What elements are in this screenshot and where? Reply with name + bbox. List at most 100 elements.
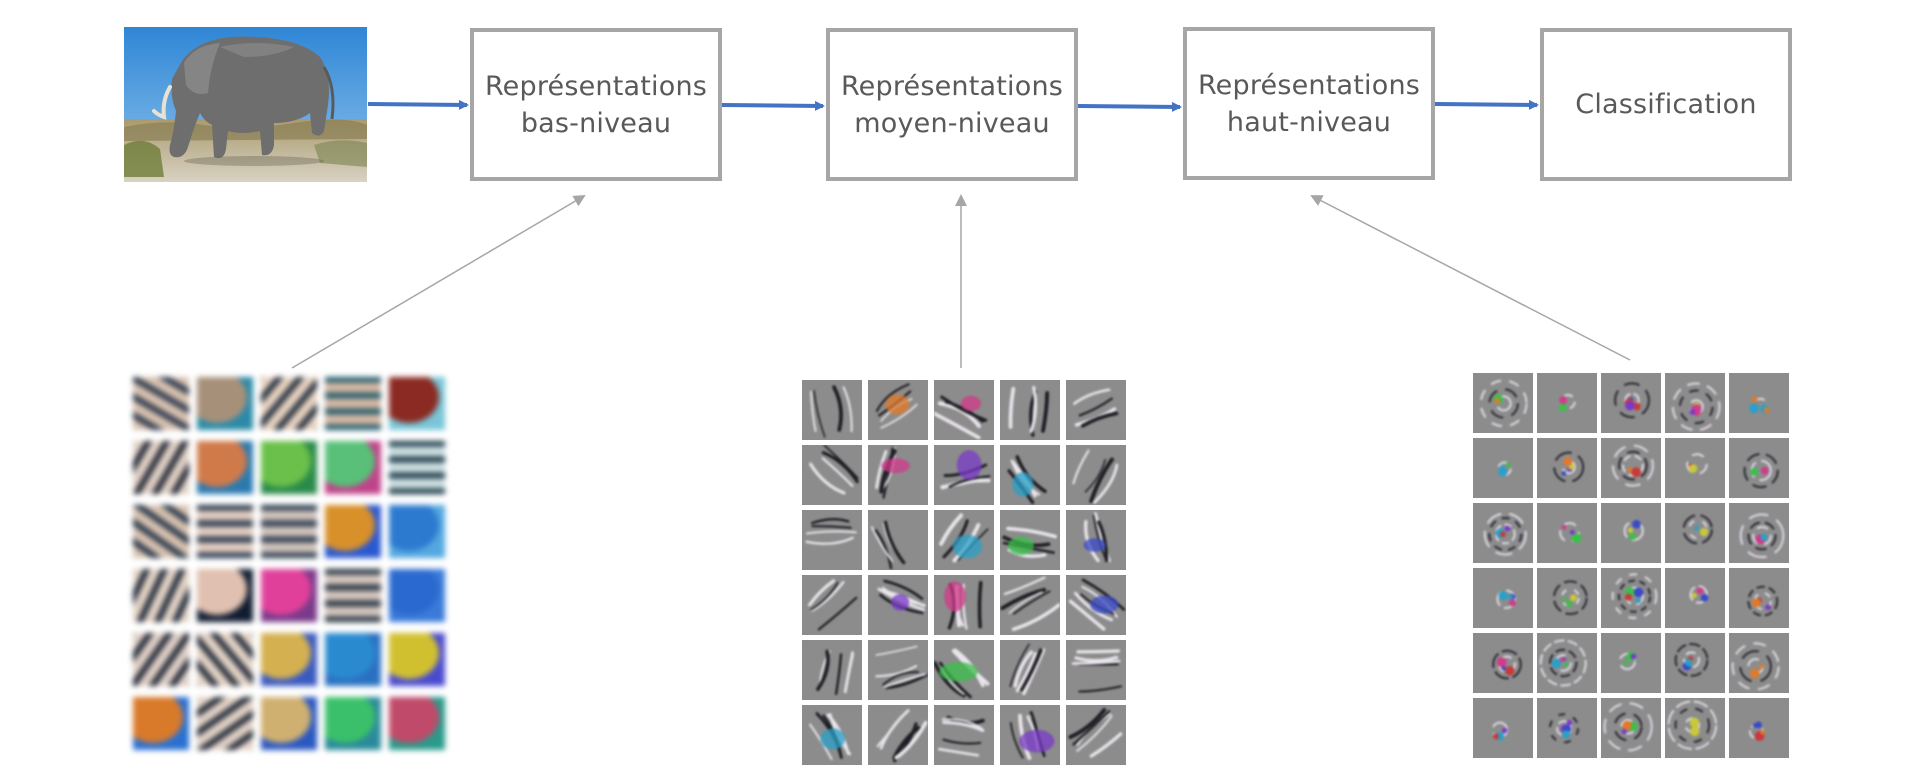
stage-box-low-level: Représentations bas-niveau bbox=[470, 28, 722, 181]
filter-tile-mid-2 bbox=[868, 380, 928, 440]
filter-tile-mid-24 bbox=[1000, 640, 1060, 700]
stage-label-classification: Classification bbox=[1575, 89, 1757, 120]
filter-tile-mid-14 bbox=[1000, 510, 1060, 570]
feedback-arrow-high bbox=[1310, 195, 1631, 361]
filter-tile-low-30 bbox=[389, 697, 445, 750]
filter-tile-mid-13 bbox=[934, 510, 994, 570]
filter-tile-mid-23 bbox=[934, 640, 994, 700]
filter-tile-mid-7 bbox=[868, 445, 928, 505]
elephant-photo bbox=[124, 27, 367, 182]
filter-tile-low-26 bbox=[133, 697, 189, 750]
stage-box-high-level: Représentations haut-niveau bbox=[1183, 27, 1435, 180]
filter-tile-low-3 bbox=[261, 377, 317, 430]
filter-tile-mid-5 bbox=[1066, 380, 1126, 440]
filter-tile-low-9 bbox=[325, 441, 381, 494]
filter-tile-low-24 bbox=[325, 633, 381, 686]
filter-tile-high-1 bbox=[1473, 373, 1533, 433]
filter-tile-low-13 bbox=[261, 505, 317, 558]
filter-tile-high-8 bbox=[1601, 438, 1661, 498]
filter-tile-low-19 bbox=[325, 569, 381, 622]
filter-tile-mid-6 bbox=[802, 445, 862, 505]
filter-tile-low-7 bbox=[197, 441, 253, 494]
filter-tile-high-15 bbox=[1729, 503, 1789, 563]
filter-tile-low-8 bbox=[261, 441, 317, 494]
filter-tile-high-11 bbox=[1473, 503, 1533, 563]
filter-tile-mid-26 bbox=[802, 705, 862, 765]
flow-arrow-image-to-low bbox=[367, 99, 469, 110]
filter-tile-low-15 bbox=[389, 505, 445, 558]
filter-tile-high-14 bbox=[1665, 503, 1725, 563]
filter-tile-low-6 bbox=[133, 441, 189, 494]
filter-tile-mid-22 bbox=[868, 640, 928, 700]
filter-tile-high-3 bbox=[1601, 373, 1661, 433]
filter-tile-mid-29 bbox=[1000, 705, 1060, 765]
filter-tile-mid-18 bbox=[934, 575, 994, 635]
filter-tile-low-29 bbox=[325, 697, 381, 750]
filter-tile-mid-16 bbox=[802, 575, 862, 635]
flow-arrow-mid-to-high bbox=[1077, 101, 1182, 112]
filter-tile-mid-3 bbox=[934, 380, 994, 440]
filter-tile-high-19 bbox=[1665, 568, 1725, 628]
stage-box-classification: Classification bbox=[1540, 28, 1792, 181]
filter-tile-high-22 bbox=[1537, 633, 1597, 693]
flow-arrow-low-to-mid bbox=[721, 100, 825, 111]
elephant-icon bbox=[124, 27, 367, 182]
filter-tile-high-21 bbox=[1473, 633, 1533, 693]
filter-tile-high-20 bbox=[1729, 568, 1789, 628]
filter-tile-high-9 bbox=[1665, 438, 1725, 498]
filter-tile-mid-30 bbox=[1066, 705, 1126, 765]
filter-tile-low-5 bbox=[389, 377, 445, 430]
filter-tile-low-14 bbox=[325, 505, 381, 558]
filter-tile-low-10 bbox=[389, 441, 445, 494]
filter-tile-mid-12 bbox=[868, 510, 928, 570]
filter-tile-high-17 bbox=[1537, 568, 1597, 628]
filter-tile-low-21 bbox=[133, 633, 189, 686]
filter-tile-high-23 bbox=[1601, 633, 1661, 693]
filter-tile-low-28 bbox=[261, 697, 317, 750]
filter-tile-mid-15 bbox=[1066, 510, 1126, 570]
filter-tile-high-2 bbox=[1537, 373, 1597, 433]
filter-tile-low-27 bbox=[197, 697, 253, 750]
stage-label-low-level: Représentations bas-niveau bbox=[484, 70, 708, 139]
filter-tile-mid-9 bbox=[1000, 445, 1060, 505]
stage-label-high-level: Représentations haut-niveau bbox=[1197, 69, 1421, 138]
filter-tile-mid-1 bbox=[802, 380, 862, 440]
filter-tile-mid-27 bbox=[868, 705, 928, 765]
filter-tile-low-16 bbox=[133, 569, 189, 622]
filter-tile-high-27 bbox=[1537, 698, 1597, 758]
filter-tile-high-7 bbox=[1537, 438, 1597, 498]
filter-tile-low-2 bbox=[197, 377, 253, 430]
filter-tile-high-25 bbox=[1729, 633, 1789, 693]
filter-tile-mid-20 bbox=[1066, 575, 1126, 635]
filter-tile-mid-11 bbox=[802, 510, 862, 570]
filter-tile-low-20 bbox=[389, 569, 445, 622]
filter-tile-high-10 bbox=[1729, 438, 1789, 498]
filter-tile-mid-10 bbox=[1066, 445, 1126, 505]
filter-tile-mid-19 bbox=[1000, 575, 1060, 635]
filter-tile-high-28 bbox=[1601, 698, 1661, 758]
filter-tile-low-18 bbox=[261, 569, 317, 622]
filter-tile-high-29 bbox=[1665, 698, 1725, 758]
filter-tile-mid-25 bbox=[1066, 640, 1126, 700]
filter-tile-low-23 bbox=[261, 633, 317, 686]
filter-tile-high-30 bbox=[1729, 698, 1789, 758]
filter-tile-high-26 bbox=[1473, 698, 1533, 758]
filter-tile-low-22 bbox=[197, 633, 253, 686]
filter-tile-mid-17 bbox=[868, 575, 928, 635]
filter-tile-low-11 bbox=[133, 505, 189, 558]
filter-tile-low-25 bbox=[389, 633, 445, 686]
filter-grid-high-level bbox=[1473, 373, 1789, 758]
filter-tile-low-1 bbox=[133, 377, 189, 430]
filter-tile-low-17 bbox=[197, 569, 253, 622]
filter-tile-high-16 bbox=[1473, 568, 1533, 628]
filter-tile-high-5 bbox=[1729, 373, 1789, 433]
filter-tile-mid-8 bbox=[934, 445, 994, 505]
filter-tile-high-13 bbox=[1601, 503, 1661, 563]
filter-tile-low-4 bbox=[325, 377, 381, 430]
filter-grid-low-level bbox=[133, 377, 445, 750]
flow-arrow-high-to-cls bbox=[1434, 99, 1539, 110]
stage-box-mid-level: Représentations moyen-niveau bbox=[826, 28, 1078, 181]
feedback-arrow-low bbox=[291, 194, 586, 369]
stage-label-mid-level: Représentations moyen-niveau bbox=[840, 70, 1064, 139]
